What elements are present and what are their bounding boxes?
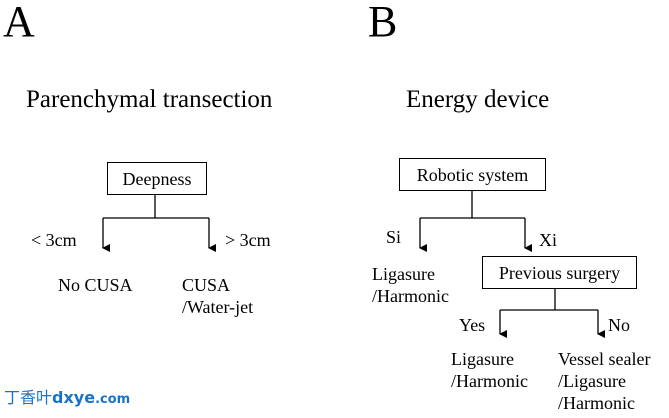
panel-a-right-leaf-line-2: /Water-jet (182, 297, 254, 317)
panel-b-yes-leaf-line-1: Ligasure (451, 349, 514, 369)
panel-b-no-leaf-line-2: /Ligasure (558, 371, 626, 391)
panel-a-connectors (102, 195, 216, 252)
panel-b-title: Energy device (406, 86, 550, 113)
panel-b-no-leaf-line-1: Vessel sealer (558, 349, 651, 369)
panel-a-left-leaf: No CUSA (58, 274, 133, 296)
panel-b-xi-label: Xi (539, 230, 557, 250)
watermark-logo: 丁香叶dxye.com (4, 388, 130, 410)
panel-b-no-leaf-line-3: /Harmonic (558, 393, 635, 413)
panel-b-letter: B (368, 0, 398, 46)
panel-b-yes-leaf: Ligasure /Harmonic (451, 348, 528, 392)
robotic-system-node: Robotic system (399, 158, 546, 191)
panel-a-right-leaf: CUSA /Water-jet (182, 274, 253, 318)
panel-b-yes-leaf-line-2: /Harmonic (451, 371, 528, 391)
panel-a-title: Parenchymal transection (26, 86, 273, 113)
panel-b-yes-label: Yes (459, 315, 486, 335)
panel-a-left-leaf-line-1: No CUSA (58, 275, 133, 295)
panel-b-no-label: No (608, 315, 630, 335)
panel-b-si-label: Si (386, 227, 402, 247)
panel-b-si-leaf-line-1: Ligasure (372, 264, 435, 284)
panel-b-connectors (419, 191, 605, 338)
watermark-latin: dxye (52, 388, 96, 407)
panel-a-right-leaf-line-1: CUSA (182, 275, 231, 295)
panel-a-left-branch-label: < 3cm (31, 230, 77, 250)
panel-b-si-leaf: Ligasure /Harmonic (372, 263, 449, 307)
watermark-suffix: .com (95, 392, 131, 407)
watermark-chinese: 丁香叶 (4, 388, 53, 407)
panel-b-no-leaf: Vessel sealer /Ligasure /Harmonic (558, 348, 650, 414)
deepness-node: Deepness (107, 162, 207, 195)
panel-a-right-branch-label: > 3cm (225, 230, 271, 250)
panel-a-letter: A (3, 0, 35, 46)
panel-b-si-leaf-line-2: /Harmonic (372, 286, 449, 306)
previous-surgery-node: Previous surgery (482, 256, 637, 289)
